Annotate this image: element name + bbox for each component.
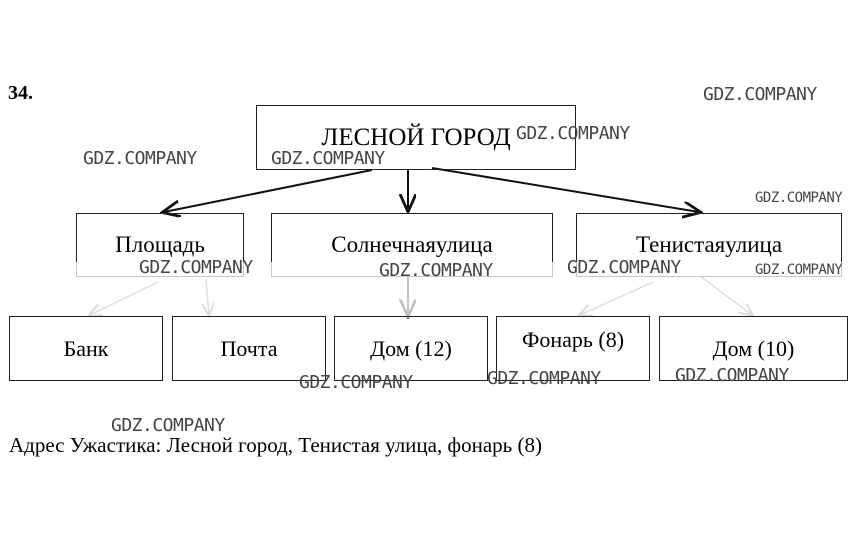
node-square-label: Площадь [115, 232, 205, 257]
faded-band [76, 262, 842, 318]
node-house-10-label: Дом (10) [712, 335, 795, 361]
watermark: GDZ.COMPANY [139, 257, 253, 278]
node-sunny-street-label: Солнечнаяулица [331, 232, 493, 257]
task-number: 34. [8, 82, 33, 104]
watermark: GDZ.COMPANY [755, 262, 843, 278]
watermark: GDZ.COMPANY [271, 148, 385, 169]
watermark: GDZ.COMPANY [755, 190, 843, 206]
answer-caption: Адрес Ужастика: Лесной город, Тенистая у… [9, 433, 542, 457]
watermark: GDZ.COMPANY [83, 148, 197, 169]
node-house-12-label: Дом (12) [370, 335, 452, 361]
node-lantern-8-label: Фонарь (8) [521, 327, 625, 352]
node-post: Почта [172, 316, 326, 381]
node-post-label: Почта [220, 335, 278, 361]
root-label: ЛЕСНОЙ ГОРОД [321, 123, 511, 151]
node-sunny-street: Солнечнаяулица [271, 213, 553, 277]
watermark: GDZ.COMPANY [111, 415, 225, 436]
node-house-12: Дом (12) [334, 316, 488, 381]
watermark: GDZ.COMPANY [516, 123, 630, 144]
watermark: GDZ.COMPANY [675, 365, 789, 386]
watermark: GDZ.COMPANY [487, 368, 601, 389]
node-shady-street: Тенистаяулица [576, 213, 842, 277]
node-house-10: Дом (10) [659, 316, 848, 381]
root-node: ЛЕСНОЙ ГОРОД [256, 105, 576, 170]
watermark: GDZ.COMPANY [379, 260, 493, 281]
node-lantern-8: Фонарь (8) [496, 316, 650, 381]
watermark: GDZ.COMPANY [703, 84, 817, 105]
node-bank: Банк [9, 316, 163, 381]
watermark: GDZ.COMPANY [567, 257, 681, 278]
arrow-root-to-square [164, 169, 373, 212]
node-shady-street-label: Тенистаяулица [635, 232, 783, 257]
node-bank-label: Банк [63, 335, 109, 361]
arrow-root-to-shady-street [431, 167, 699, 212]
watermark: GDZ.COMPANY [299, 372, 413, 393]
